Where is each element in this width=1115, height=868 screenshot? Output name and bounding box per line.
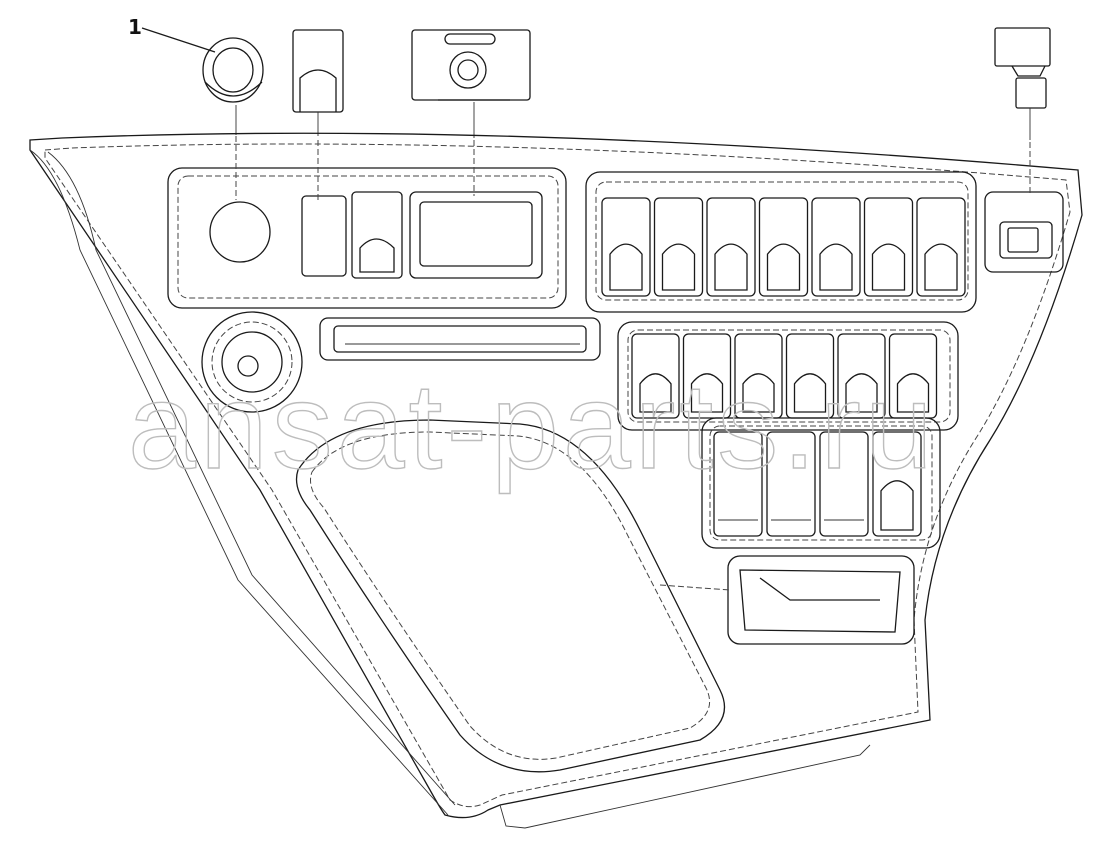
relay-switch-part [994,27,1051,140]
upper-left-switch-group [167,136,567,309]
panel-body [29,132,1083,829]
rocker-switch [819,431,869,537]
single-indicator-switch [984,142,1064,273]
rotary-switch-part [411,29,531,138]
watermark-text: ansat-parts.ru [128,358,937,494]
rocker-switch [706,197,756,297]
rocker-switch [682,333,732,419]
rocker-switch [713,431,763,537]
callout-1: 1 [128,15,216,53]
rocker-switch [811,197,861,297]
rocker-switch-part [292,29,344,136]
rocker-switch [758,197,809,297]
rocker-switch [872,431,922,537]
lower-switch-row [701,417,941,549]
round-knob-cap [202,37,264,135]
rocker-switch [601,197,651,297]
callout-number: 1 [128,15,142,39]
rocker-switch [863,197,914,297]
slot-air-vent [319,317,601,361]
knob-socket [209,201,271,263]
large-opening [295,419,726,773]
rocker-switch [631,333,680,419]
round-air-vent [201,311,303,413]
rocker-switch [653,197,704,297]
storage-tray [659,555,915,645]
upper-right-switch-row [585,171,977,313]
rocker-switch [766,431,816,537]
rocker-switch [916,197,966,297]
